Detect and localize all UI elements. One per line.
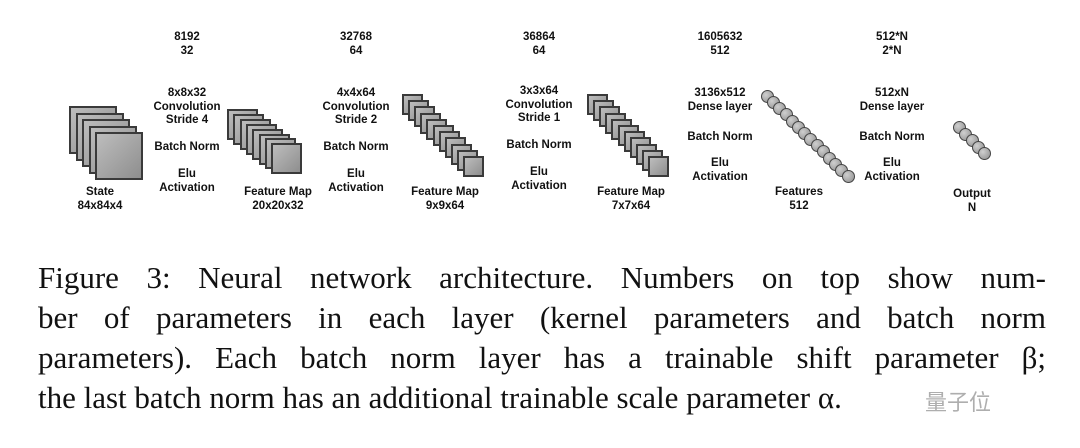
activation-label: Activation (159, 181, 215, 194)
tensor-size: 9x9x64 (425, 199, 465, 212)
tensor-name: Feature Map (597, 186, 665, 198)
tensor-name: Feature Map (244, 186, 312, 198)
param-count: 512*N (876, 31, 908, 43)
activation-label: Elu (347, 168, 365, 180)
batch-norm-label: Batch Norm (687, 131, 753, 143)
activation-label: Activation (864, 170, 920, 183)
activation-label: Elu (883, 157, 901, 169)
batch-norm-label: Batch Norm (154, 141, 220, 153)
param-count: 8192 (174, 31, 200, 43)
layer-description: Dense layer (687, 100, 753, 113)
tensor-size: 20x20x32 (252, 199, 304, 212)
tensor-name: State (85, 186, 115, 198)
layer-description: Stride 1 (517, 112, 561, 124)
caption-line: parameters). Each batch norm layer has a… (38, 340, 1046, 375)
neuron-circle (841, 169, 855, 183)
param-count: 36864 (523, 31, 555, 43)
param-count-bn: 2*N (882, 44, 902, 57)
layer-description: 4x4x64 (336, 87, 376, 99)
neuron-circle (978, 147, 991, 160)
param-count: 32768 (340, 31, 372, 43)
param-count-bn: 64 (349, 44, 363, 57)
tensor-size: 7x7x64 (611, 199, 651, 212)
layer-description: 8x8x32 (167, 87, 207, 99)
watermark: 量子位 (925, 391, 992, 416)
feature-map-square (463, 156, 484, 177)
param-count: 1605632 (697, 31, 743, 43)
layer-description: Convolution (153, 100, 221, 113)
tensor-size: N (967, 201, 977, 214)
layer-description: Stride 4 (165, 114, 209, 126)
figure-caption: Figure 3: Neural network architecture. N… (38, 258, 1046, 418)
activation-label: Activation (328, 181, 384, 194)
feature-map-square (95, 132, 143, 180)
activation-label: Activation (692, 170, 748, 183)
layer-description: Stride 2 (334, 114, 378, 126)
param-count-bn: 64 (532, 44, 546, 57)
batch-norm-label: Batch Norm (506, 139, 572, 151)
layer-description: 512xN (875, 87, 909, 99)
feature-map-square (271, 143, 303, 175)
caption-line: Figure 3: Neural network architecture. N… (38, 260, 1046, 295)
activation-label: Activation (511, 179, 567, 192)
activation-label: Elu (530, 166, 548, 178)
layer-description: Convolution (505, 98, 573, 111)
tensor-name: Features (775, 186, 823, 198)
param-count-bn: 32 (180, 44, 194, 57)
tensor-size: 84x84x4 (77, 199, 123, 212)
layer-description: 3136x512 (694, 87, 746, 99)
tensor-name: Feature Map (411, 186, 479, 198)
caption-line: ber of parameters in each layer (kernel … (38, 300, 1046, 335)
batch-norm-label: Batch Norm (323, 141, 389, 153)
caption-line: the last batch norm has an additional tr… (38, 380, 842, 415)
batch-norm-label: Batch Norm (859, 131, 925, 143)
activation-label: Elu (178, 168, 196, 180)
param-count-bn: 512 (710, 44, 730, 57)
layer-description: 3x3x64 (519, 85, 559, 97)
activation-label: Elu (711, 157, 729, 169)
feature-map-square (648, 156, 669, 177)
tensor-size: 512 (789, 199, 809, 212)
tensor-name: Output (953, 188, 991, 200)
layer-description: Dense layer (859, 100, 925, 113)
layer-description: Convolution (322, 100, 390, 113)
